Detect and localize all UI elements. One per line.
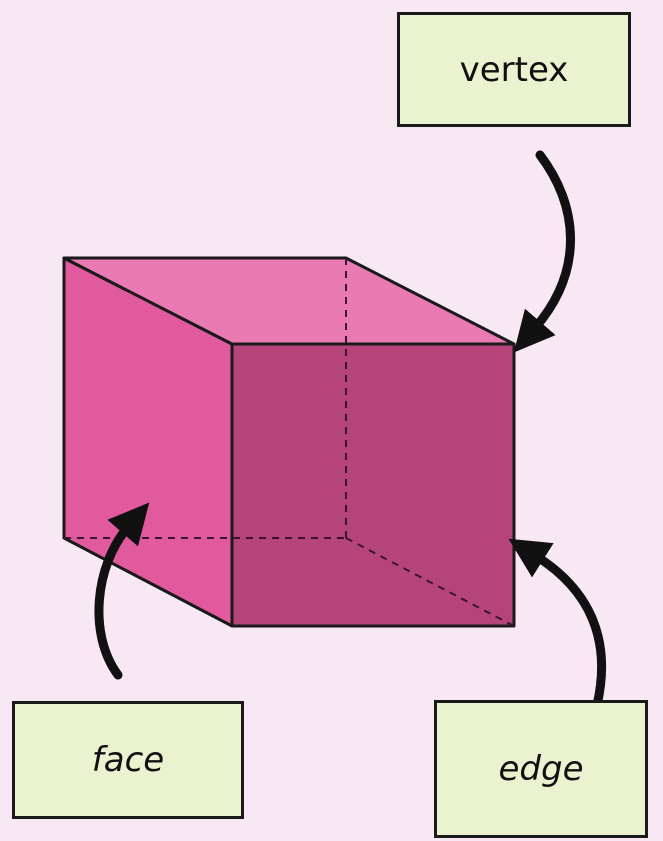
vertex-label: vertex [459,49,569,90]
hidden-edge-depth [345,537,515,627]
edge-label-box: edge [434,700,648,838]
vertex-label-box: vertex [397,12,631,127]
face-arrow [94,502,150,680]
edge-arrow [508,538,607,710]
edge-label: edge [498,749,584,789]
vertex-arrow [513,150,575,353]
cube-front-face [230,342,516,628]
face-label-box: face [12,701,244,819]
hidden-edges [64,258,515,627]
face-label: face [91,740,165,780]
